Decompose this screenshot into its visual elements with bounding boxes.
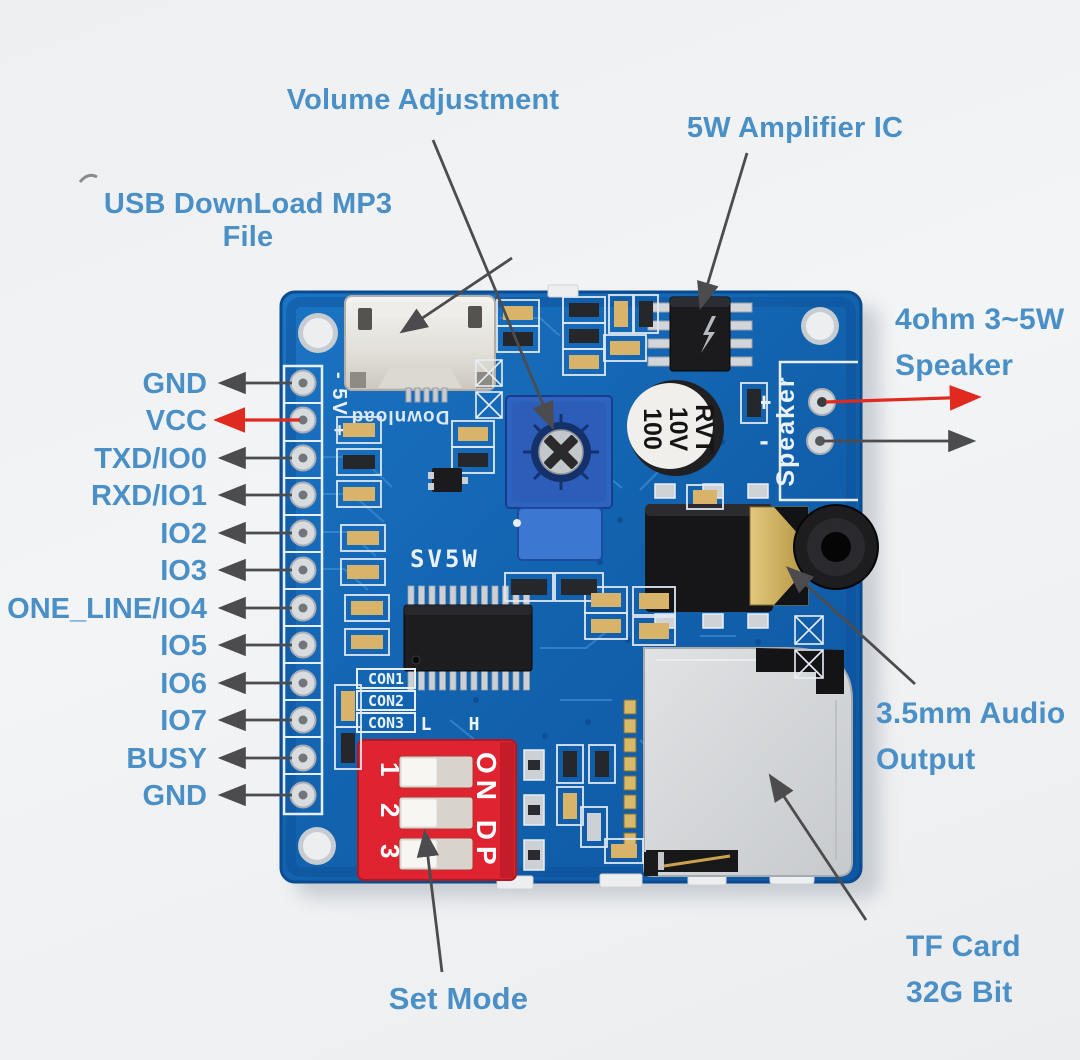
pin-pads — [289, 369, 317, 809]
lightning-bolt-icon — [701, 316, 716, 353]
audio-output-line1: 3.5mm Audio — [876, 697, 1066, 730]
pin-label-one-line-io4: ONE_LINE/IO4 — [7, 593, 207, 625]
pin-label-vcc: VCC — [145, 405, 207, 437]
electrolytic-capacitor: 100 10V RVT — [627, 380, 724, 476]
pin-label-io5: IO5 — [160, 630, 207, 662]
smd-components — [334, 294, 824, 876]
dip-on-label: ON DP — [471, 752, 502, 871]
dip-number-3: 3 — [375, 844, 405, 858]
tf-card-line1: TF Card — [906, 930, 1021, 963]
dip-pads — [523, 749, 545, 871]
scratch-mark — [78, 173, 98, 183]
arrow-speaker-positive — [825, 385, 982, 411]
silkscreen-minus: - — [759, 425, 768, 456]
arrow-set-mode — [416, 828, 444, 973]
silkscreen-con2: CON2 — [368, 692, 404, 710]
silkscreen-con1: CON1 — [368, 670, 404, 688]
capacitor-series: RVT — [690, 404, 718, 454]
capacitor-value: 100 — [638, 408, 666, 450]
volume-trimpot — [505, 395, 613, 561]
amplifier-ic-label: 5W Amplifier IC — [686, 112, 904, 144]
set-mode-label: Set Mode — [388, 981, 529, 1016]
speaker-spec-line1: 4ohm 3~5W — [895, 303, 1065, 336]
silkscreen-chip-model: SV5W — [410, 545, 480, 573]
pin-label-io7: IO7 — [160, 705, 207, 737]
pin-label-io6: IO6 — [160, 668, 207, 700]
pin-label-txd-io0: TXD/IO0 — [94, 443, 207, 475]
pin-label-gnd-top: GND — [142, 368, 207, 400]
speaker-spec-label: 4ohm 3~5W Speaker — [895, 297, 1064, 389]
card-contacts — [623, 699, 637, 848]
arrow-amplifier — [697, 152, 749, 311]
usb-pins — [405, 387, 448, 403]
audio-output-label: 3.5mm Audio Output — [876, 691, 1065, 783]
tf-card-slot — [623, 647, 853, 877]
card-latch — [756, 648, 844, 694]
tf-card-label: TF Card 32G Bit — [906, 924, 1021, 1016]
capacitor-voltage: 10V — [664, 407, 692, 452]
dip-switch: ON DP 1 2 3 — [357, 739, 545, 881]
pin-label-io2: IO2 — [160, 518, 207, 550]
con-jumper-labels: CON1 CON2 CON3 L H — [356, 668, 480, 735]
annotation-arrows — [213, 139, 982, 973]
arrow-tf-card — [768, 773, 868, 921]
usb-download-label: USB DownLoad MP3 File — [103, 188, 393, 253]
silkscreen-download: Download — [351, 406, 450, 427]
pin-label-gnd-bottom: GND — [142, 780, 207, 812]
sot23-transistor — [428, 468, 468, 492]
arrow-usb — [399, 256, 513, 334]
audio-output-line2: Output — [876, 743, 976, 776]
screw-slot — [544, 435, 578, 469]
speaker-spec-line2: Speaker — [895, 349, 1014, 382]
arrow-audio-jack — [785, 566, 916, 686]
speaker-terminal: Speaker + - — [756, 360, 858, 502]
mounting-holes — [298, 307, 839, 865]
usb-connector — [344, 295, 496, 403]
arrow-volume — [431, 139, 554, 430]
dip-number-2: 2 — [375, 803, 405, 817]
solder-jumper-pads — [475, 359, 824, 679]
silkscreen-con3: CON3 — [368, 714, 404, 732]
silkscreen-level-low: L — [421, 714, 432, 735]
dip-sliders — [398, 755, 474, 871]
silkscreen-power-rail: - 5V + — [328, 372, 350, 438]
pin-header: - 5V + — [282, 364, 350, 816]
pin-label-io3: IO3 — [160, 555, 207, 587]
pin-arrows — [213, 371, 300, 807]
silkscreen-level-high: H — [469, 714, 480, 735]
dip-number-1: 1 — [375, 762, 405, 776]
pin-label-busy: BUSY — [126, 743, 207, 775]
silkscreen-speaker: Speaker — [772, 375, 800, 486]
pin-label-rxd-io1: RXD/IO1 — [90, 480, 207, 512]
volume-adjustment-label: Volume Adjustment — [286, 84, 560, 116]
tf-card-line2: 32G Bit — [906, 976, 1013, 1009]
